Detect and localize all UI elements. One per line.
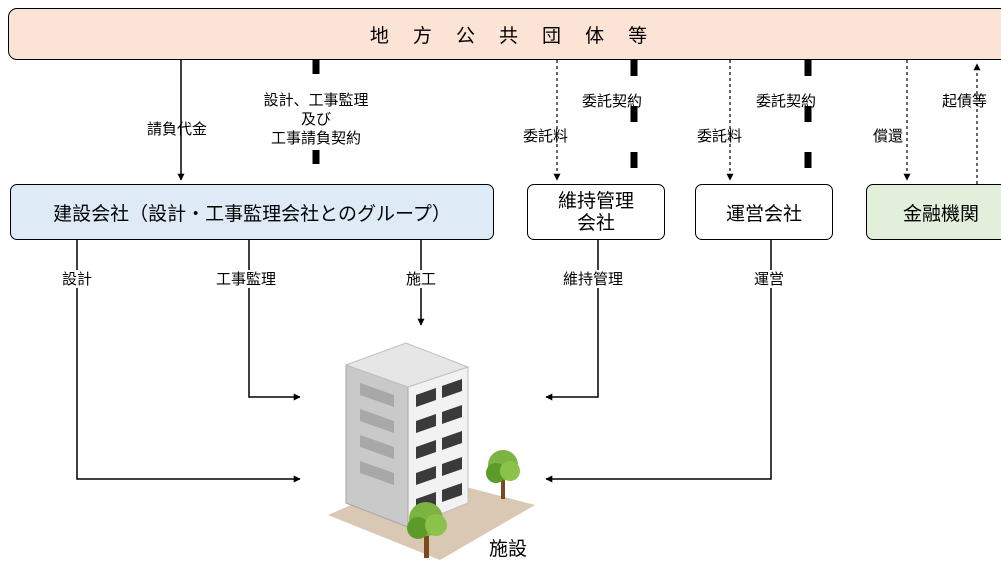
maintenance-company-label: 維持管理 会社 bbox=[557, 190, 634, 234]
operation-flow-line bbox=[545, 240, 772, 483]
facility-building-illustration bbox=[328, 342, 535, 560]
supervision-flow-line bbox=[248, 240, 301, 401]
construction-flow-label: 施工 bbox=[406, 270, 437, 288]
operations-company-box: 運営会社 bbox=[695, 184, 833, 240]
maintenance-flow-line bbox=[545, 240, 599, 401]
facility-label: 施設 bbox=[489, 538, 528, 560]
bond-issue-label: 起債等 bbox=[942, 92, 988, 110]
ops-fee-label: 委託料 bbox=[697, 127, 743, 145]
maintenance-flow-label: 維持管理 bbox=[563, 270, 624, 288]
financial-institution-box: 金融機関 bbox=[866, 184, 1001, 240]
construction-company-box: 建設会社（設計・工事監理会社とのグループ） bbox=[10, 184, 494, 240]
payment-label: 請負代金 bbox=[147, 120, 208, 138]
ops-contract-label: 委託契約 bbox=[756, 92, 817, 110]
supervision-flow-label: 工事監理 bbox=[216, 270, 277, 288]
operation-flow-label: 運営 bbox=[754, 270, 785, 288]
repayment-label: 償還 bbox=[873, 127, 904, 145]
maint-fee-label: 委託料 bbox=[523, 127, 569, 145]
design-flow-line bbox=[76, 240, 301, 483]
design-flow-label: 設計 bbox=[62, 270, 93, 288]
maint-contract-label: 委託契約 bbox=[582, 92, 643, 110]
maintenance-company-box: 維持管理 会社 bbox=[527, 184, 665, 240]
local-government-box: 地 方 公 共 団 体 等 bbox=[8, 8, 1001, 60]
design-contract-label: 設計、工事監理 及び 工事請負契約 bbox=[261, 91, 371, 148]
